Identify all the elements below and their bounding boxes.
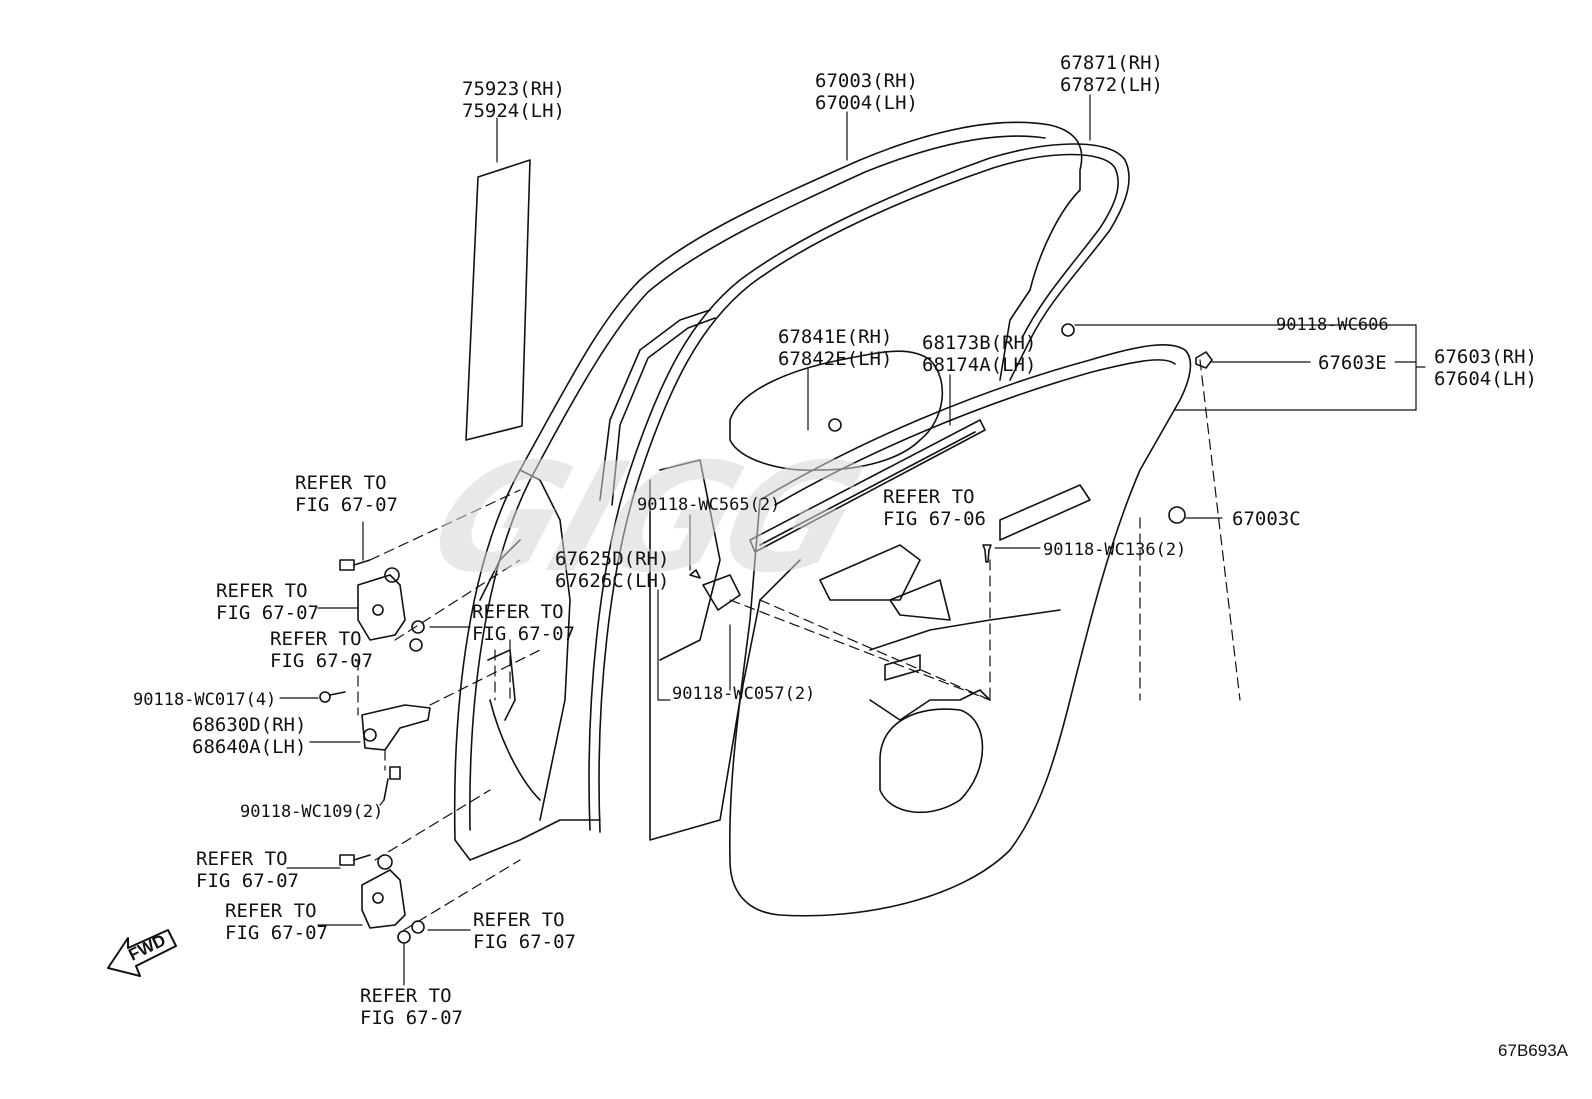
label-90118-wc606: 90118-WC606	[1276, 315, 1389, 335]
door-glass-panel	[465, 159, 531, 441]
label-67603e: 67603E	[1318, 352, 1387, 374]
clip-90118-wc606	[1061, 323, 1075, 337]
label-90118-wc109: 90118-WC109(2)	[240, 802, 384, 822]
glass-run-channel	[599, 309, 711, 501]
door-trim-panel	[728, 344, 1192, 917]
fwd-arrow	[107, 929, 177, 977]
label-90118-wc017: 90118-WC017(4)	[133, 690, 277, 710]
door-panel-outer	[453, 121, 1083, 861]
screw-90118-wc136	[982, 544, 992, 563]
plug-67003c	[1168, 506, 1186, 524]
fastener-bolt-lower	[339, 854, 371, 866]
label-67841: 67841E(RH)67842E(LH)	[778, 326, 893, 370]
label-68173: 68173B(RH)68174A(LH)	[922, 332, 1037, 376]
handle-67625	[702, 574, 741, 611]
fastener-nut-lower	[397, 920, 425, 944]
door-check	[361, 704, 431, 751]
screw-90118-wc565	[689, 569, 701, 579]
label-67603: 67603(RH)67604(LH)	[1434, 346, 1537, 390]
upper-hinge	[357, 567, 406, 641]
label-90118-wc136: 90118-WC136(2)	[1043, 540, 1187, 560]
label-90118-wc565: 90118-WC565(2)	[637, 495, 781, 515]
belt-molding	[749, 419, 986, 553]
door-inner-frame	[649, 350, 944, 841]
fastener-bolt-upper	[339, 559, 371, 571]
fastener-bolt-check	[319, 691, 346, 703]
clip-67603e	[1195, 351, 1213, 369]
fastener-bolt-check-lower	[383, 766, 401, 801]
diagram-code: 67B693A	[1498, 1041, 1568, 1060]
label-67003c: 67003C	[1232, 508, 1301, 530]
fastener-nut-upper	[409, 620, 425, 652]
label-67003: 67003(RH)67004(LH)	[815, 70, 918, 114]
lower-hinge	[361, 854, 406, 929]
label-75923: 75923(RH)75924(LH)	[462, 78, 565, 122]
door-weatherstrip	[588, 143, 1130, 833]
label-67625: 67625D(RH)67626C(LH)	[555, 548, 670, 592]
label-90118-wc057: 90118-WC057(2)	[672, 684, 816, 704]
label-67871: 67871(RH)67872(LH)	[1060, 52, 1163, 96]
label-68630: 68630D(RH)68640A(LH)	[192, 714, 307, 758]
